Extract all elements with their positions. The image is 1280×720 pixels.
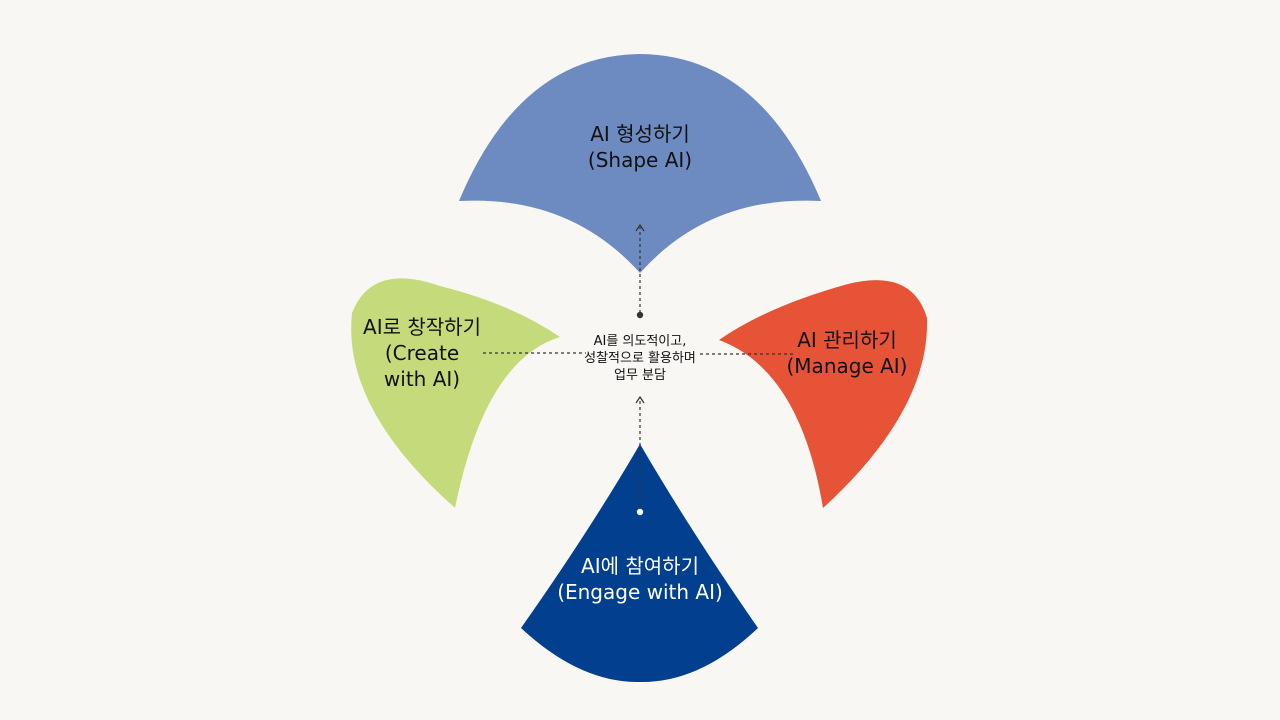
petal-label-line: AI에 참여하기 bbox=[581, 554, 699, 578]
center-text-line: 업무 분담 bbox=[614, 368, 666, 383]
petal-label-manage-ai: AI 관리하기 (Manage AI) bbox=[772, 327, 922, 379]
center-text-line: AI를 의도적이고, bbox=[593, 334, 687, 349]
petal-label-line: AI 관리하기 bbox=[797, 328, 897, 352]
petal-label-line: with AI) bbox=[383, 367, 461, 391]
petal-label-line: (Manage AI) bbox=[786, 354, 908, 378]
arrowhead-up-bottom bbox=[635, 395, 645, 404]
center-text-line: 성찰적으로 활용하며 bbox=[584, 351, 696, 366]
petal-label-line: (Engage with AI) bbox=[557, 580, 723, 604]
arrowhead-up-top bbox=[635, 223, 645, 232]
petal-manage-ai bbox=[719, 280, 928, 508]
petal-create-with-ai bbox=[351, 278, 560, 508]
connector-dot-top bbox=[636, 311, 644, 319]
center-description: AI를 의도적이고, 성찰적으로 활용하며 업무 분담 bbox=[562, 333, 718, 384]
petal-label-line: AI 형성하기 bbox=[590, 122, 690, 146]
petal-label-engage-with-ai: AI에 참여하기 (Engage with AI) bbox=[510, 553, 770, 605]
petal-engage-with-ai bbox=[521, 444, 758, 683]
connector-dot-bottom bbox=[636, 508, 644, 516]
petal-shape-ai bbox=[459, 54, 821, 273]
petal-label-line: AI로 창작하기 bbox=[363, 315, 481, 339]
petal-label-line: (Create bbox=[384, 341, 460, 365]
petal-label-create-with-ai: AI로 창작하기 (Create with AI) bbox=[340, 314, 504, 392]
petal-label-line: (Shape AI) bbox=[587, 148, 693, 172]
petal-label-shape-ai: AI 형성하기 (Shape AI) bbox=[540, 121, 740, 173]
